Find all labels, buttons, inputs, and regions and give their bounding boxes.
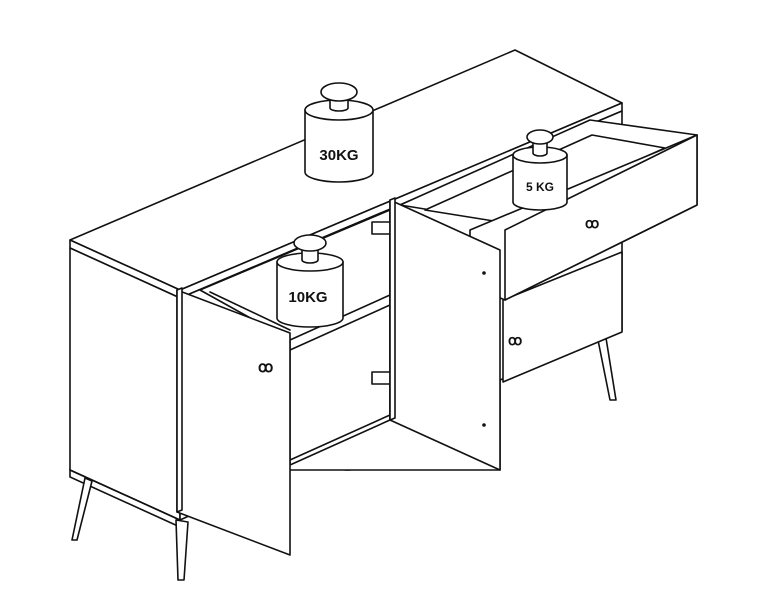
drawer-knob-icon: ꝏ (585, 215, 599, 231)
weight-label-5kg: 5 KG (526, 180, 554, 194)
weight-10kg: 10KG (276, 234, 344, 328)
right-door[interactable] (389, 197, 501, 471)
weight-label-10kg: 10KG (288, 289, 327, 306)
left-door[interactable]: ꝏ (176, 287, 291, 556)
front-legs (71, 477, 189, 581)
weight-5kg: 5 KG (512, 129, 568, 211)
drawer-knob-icon: ꝏ (508, 332, 522, 348)
weight-30kg: 30KG (304, 82, 374, 183)
lower-drawer[interactable]: ꝏ (502, 251, 623, 383)
door-knob-icon: ꝏ (258, 359, 273, 376)
weight-label-30kg: 30KG (319, 147, 358, 164)
